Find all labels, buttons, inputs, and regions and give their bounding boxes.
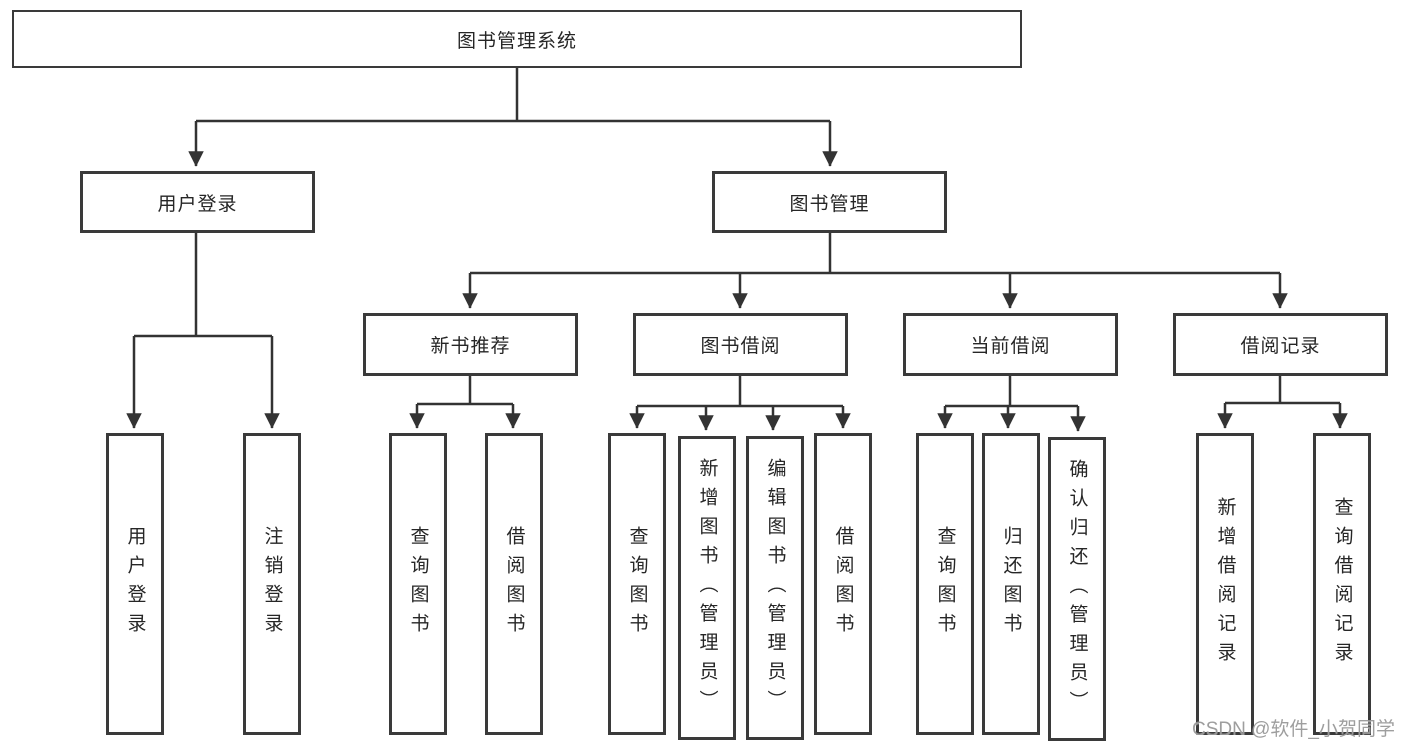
- node-label: 借阅图书: [503, 526, 525, 642]
- node-book-borrow: 图书借阅: [633, 313, 848, 376]
- node-label: 查询借阅记录: [1331, 497, 1353, 671]
- leaf-return-book: 归还图书: [982, 433, 1040, 735]
- leaf-query-borrow-record: 查询借阅记录: [1313, 433, 1371, 735]
- node-label: 新书推荐: [430, 336, 511, 357]
- node-label: 图书借阅: [700, 336, 781, 357]
- node-label: 用户登录: [124, 526, 146, 642]
- leaf-recommend-borrow-book: 借阅图书: [485, 433, 543, 735]
- leaf-add-borrow-record: 新增借阅记录: [1196, 433, 1254, 735]
- node-new-book-recommend: 新书推荐: [363, 313, 578, 376]
- leaf-confirm-return-admin: 确认归还（管理员）: [1048, 437, 1106, 741]
- leaf-borrow-borrow-book: 借阅图书: [814, 433, 872, 735]
- leaf-logout: 注销登录: [243, 433, 301, 735]
- leaf-recommend-query-book: 查询图书: [389, 433, 447, 735]
- node-label: 借阅记录: [1240, 336, 1321, 357]
- node-label: 编辑图书（管理员）: [764, 457, 786, 719]
- node-label: 图书管理系统: [456, 30, 577, 52]
- node-label: 当前借阅: [970, 336, 1051, 357]
- leaf-add-book-admin: 新增图书（管理员）: [678, 436, 736, 740]
- node-label: 确认归还（管理员）: [1066, 458, 1088, 720]
- leaf-current-query-book: 查询图书: [916, 433, 974, 735]
- leaf-borrow-query-book: 查询图书: [608, 433, 666, 735]
- node-label: 查询图书: [407, 526, 429, 642]
- node-user-login: 用户登录: [80, 171, 315, 233]
- csdn-watermark: CSDN @软件_小贺同学: [1192, 719, 1395, 740]
- node-library-management-system: 图书管理系统: [12, 10, 1022, 68]
- leaf-edit-book-admin: 编辑图书（管理员）: [746, 436, 804, 740]
- node-label: 用户登录: [157, 193, 238, 215]
- leaf-user-login: 用户登录: [106, 433, 164, 735]
- node-label: 图书管理: [789, 193, 870, 215]
- node-book-management: 图书管理: [712, 171, 947, 233]
- node-current-borrow: 当前借阅: [903, 313, 1118, 376]
- node-label: 新增借阅记录: [1214, 497, 1236, 671]
- node-label: 借阅图书: [832, 526, 854, 642]
- node-label: 归还图书: [1000, 526, 1022, 642]
- node-label: 新增图书（管理员）: [696, 457, 718, 719]
- node-label: 注销登录: [261, 526, 283, 642]
- node-label: 查询图书: [626, 526, 648, 642]
- node-label: 查询图书: [934, 526, 956, 642]
- node-borrow-record: 借阅记录: [1173, 313, 1388, 376]
